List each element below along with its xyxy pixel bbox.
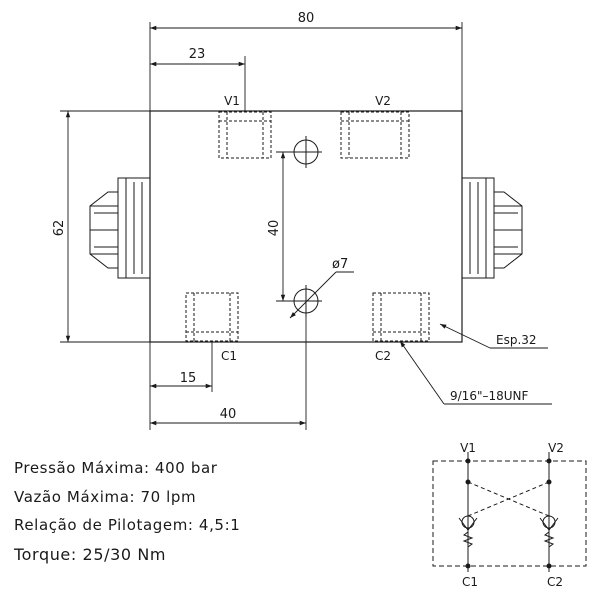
port-c1-hole: [185, 292, 239, 342]
port-label-v1: V1: [224, 94, 240, 108]
schematic-label-v1: V1: [460, 441, 476, 455]
dimension-62: [60, 110, 150, 343]
dimension-40-vertical-label: 40: [267, 220, 282, 237]
dimension-15: [149, 342, 213, 430]
port-label-v2: V2: [375, 94, 391, 108]
dimension-diameter: [289, 271, 354, 319]
spec-torque: Torque: 25/30 Nm: [13, 545, 166, 564]
thread-note: 9/16"–18UNF: [450, 389, 528, 403]
left-cartridge: [89, 177, 151, 279]
dimension-40-horizontal-label: 40: [220, 407, 237, 422]
port-v1-hole: [218, 111, 272, 159]
dimension-23-label: 23: [189, 47, 206, 62]
schematic-label-c2: C2: [547, 575, 563, 589]
thickness-note: Esp.32: [496, 333, 537, 347]
port-v2-hole: [340, 111, 410, 159]
schematic-boundary: [432, 460, 587, 567]
dimension-62-label: 62: [52, 220, 67, 237]
hydraulic-schematic: [432, 452, 587, 572]
dimension-15-label: 15: [180, 371, 197, 386]
port-label-c2: C2: [375, 349, 391, 363]
dimension-23: [150, 56, 246, 111]
schematic-label-v2: V2: [548, 441, 564, 455]
thickness-leader: [439, 323, 548, 349]
port-label-c1: C1: [221, 349, 237, 363]
thread-leader: [399, 340, 552, 405]
dimension-diameter-label: ø7: [332, 257, 348, 272]
spec-pilot-ratio: Relação de Pilotagem: 4,5:1: [14, 516, 240, 534]
schematic-junction-dots: [465, 458, 552, 569]
spec-max-flow: Vazão Máxima: 70 lpm: [14, 488, 196, 506]
right-cartridge: [461, 177, 523, 279]
dimension-80-label: 80: [298, 11, 315, 26]
dimension-80: [149, 22, 463, 111]
dimension-40-vertical: [276, 151, 306, 302]
schematic-label-c1: C1: [462, 575, 478, 589]
spec-max-pressure: Pressão Máxima: 400 bar: [14, 459, 218, 477]
port-c2-hole: [372, 292, 430, 342]
dimension-40-horizontal: [150, 317, 307, 430]
